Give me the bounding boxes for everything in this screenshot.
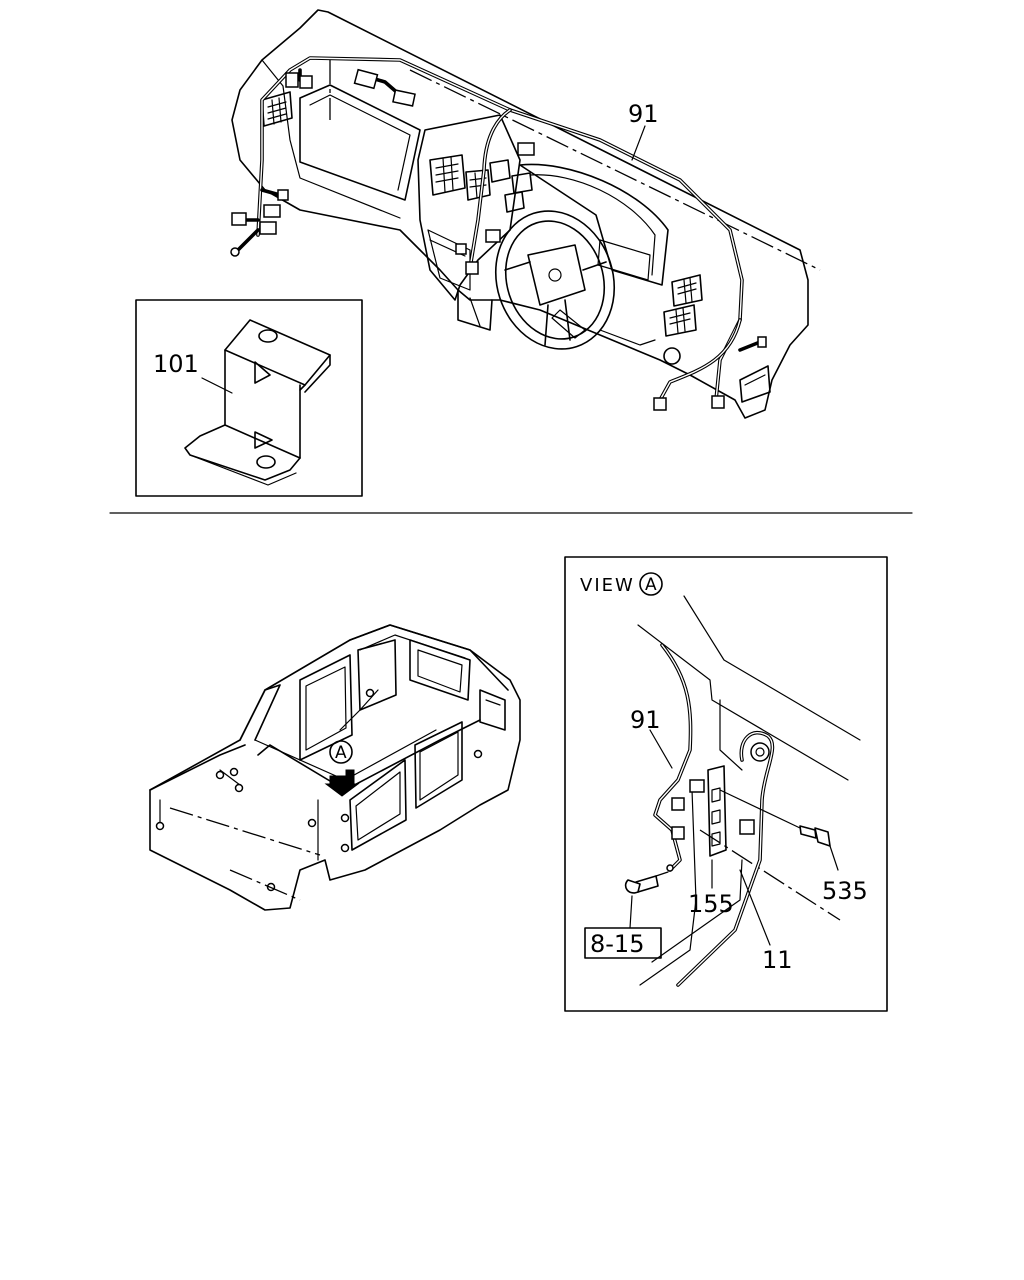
leader-line-91-top [631, 125, 646, 161]
harness-connectors [230, 68, 767, 411]
view-a-letter-body: A [335, 743, 347, 763]
callout-91-view: 91 [630, 706, 661, 734]
callout-155: 155 [688, 890, 734, 918]
callout-535: 535 [822, 877, 868, 905]
view-a-letter: A [645, 575, 657, 595]
vehicle-body-illustration [149, 624, 521, 911]
view-a-illustration [624, 595, 861, 987]
ref-box-text: 8-15 [590, 930, 644, 958]
callout-91-top: 91 [628, 100, 659, 128]
view-a-title: VIEW A [580, 572, 663, 596]
callout-101: 101 [153, 350, 199, 378]
down-arrow-icon [324, 769, 360, 797]
instrument-panel-illustration [231, 9, 821, 419]
view-a-marker-body: A [329, 740, 353, 764]
reference-box-8-15: 8-15 [584, 927, 662, 959]
callout-11: 11 [762, 946, 793, 974]
bracket-inset [135, 299, 363, 497]
view-title-text: VIEW [580, 575, 635, 596]
view-a-frame [564, 556, 888, 1012]
